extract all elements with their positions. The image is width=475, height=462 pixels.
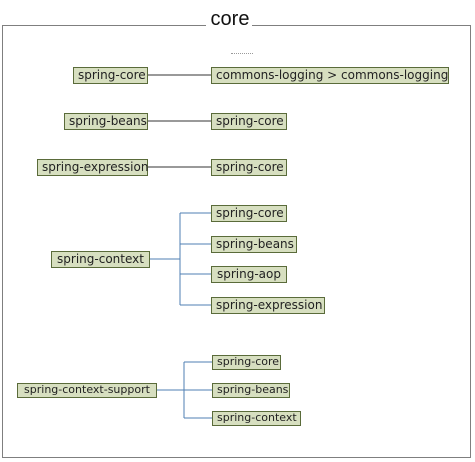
stray-mark — [231, 53, 253, 55]
node-spring-beans: spring-beans — [64, 113, 148, 130]
tree-spring-context — [150, 212, 211, 306]
node-spring-context-support: spring-context-support — [17, 383, 157, 398]
node-spring-beans: spring-beans — [211, 236, 297, 253]
node-commons-logging: commons-logging > commons-logging — [211, 67, 449, 84]
node-spring-expression: spring-expression — [211, 297, 325, 314]
node-spring-core: spring-core — [211, 205, 287, 222]
node-spring-core: spring-core — [212, 355, 281, 370]
tree-spring-context-support — [157, 361, 212, 419]
node-spring-aop: spring-aop — [211, 266, 287, 283]
node-spring-core: spring-core — [73, 67, 148, 84]
node-spring-core: spring-core — [211, 159, 287, 176]
node-spring-beans: spring-beans — [212, 383, 290, 398]
title-mask — [206, 20, 252, 30]
node-spring-expression: spring-expression — [37, 159, 148, 176]
node-spring-core: spring-core — [211, 113, 287, 130]
node-spring-context: spring-context — [51, 251, 150, 268]
diagram-title: core — [210, 8, 250, 30]
node-spring-context: spring-context — [212, 411, 301, 426]
